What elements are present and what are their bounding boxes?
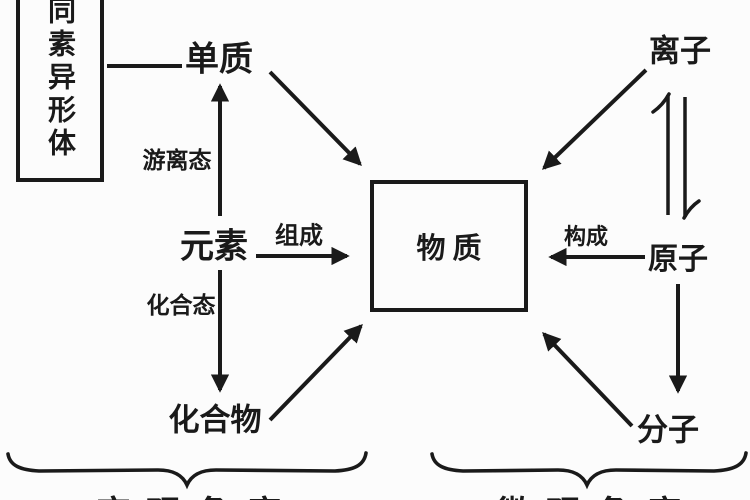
- node-element: 元素: [180, 226, 248, 267]
- matter-label: 物质: [416, 231, 489, 265]
- allotrope-label: 同素异形体: [44, 0, 77, 161]
- edge-ion-to-matter-arrow: [542, 68, 648, 170]
- edge-label-combined-state: 化合态: [146, 293, 216, 319]
- edge-simple-to-matter-arrow: [268, 70, 362, 166]
- edge-label-compose: 组成: [275, 221, 323, 250]
- edge-ion-atom-up-arrowhead: [651, 92, 671, 114]
- node-molecule: 分子: [637, 412, 699, 449]
- node-simple-substance: 单质: [185, 39, 253, 80]
- macroscopic-brace: [6, 451, 368, 490]
- edge-label-free-state: 游离态: [142, 148, 212, 174]
- edge-label-constitute: 构成: [563, 225, 609, 250]
- matter-box: 物质: [370, 180, 528, 312]
- edge-molecule-to-matter-arrow: [542, 332, 634, 428]
- node-compound: 化合物: [168, 402, 262, 439]
- microscopic-label: 微观角度: [496, 486, 696, 500]
- microscopic-brace: [430, 451, 748, 490]
- allotrope-box: 同素异形体: [16, 0, 104, 182]
- macroscopic-label: 宏观角度: [96, 486, 296, 500]
- edge-ion-atom-down-arrowhead: [682, 199, 701, 220]
- edge-compound-to-matter-arrow: [268, 324, 363, 422]
- node-atom: 原子: [648, 242, 708, 277]
- node-ion: 离子: [649, 33, 711, 70]
